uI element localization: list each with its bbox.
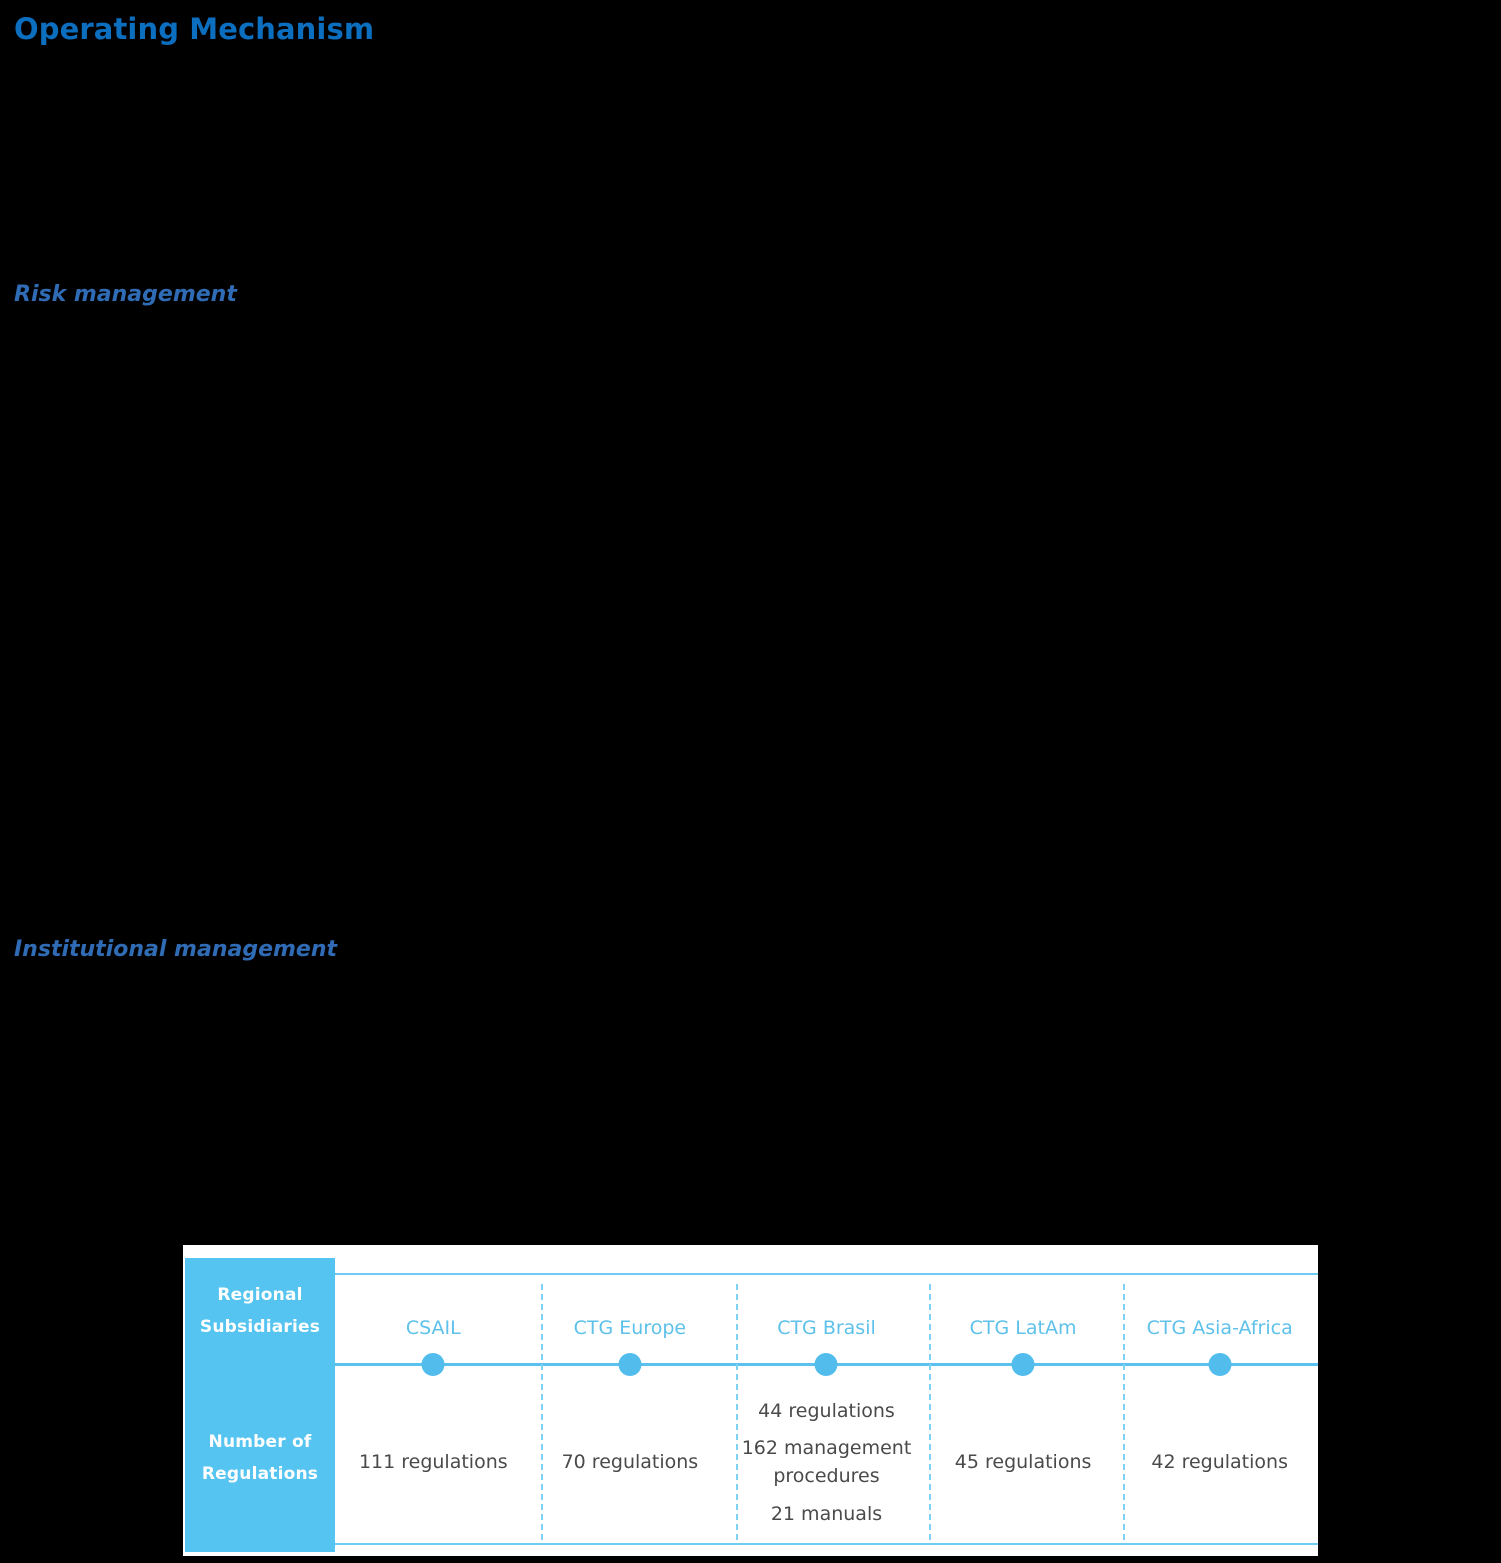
column-values-ctg-europe: 70 regulations: [532, 1381, 729, 1545]
table-column-csail: CSAIL 111 regulations: [335, 1273, 532, 1545]
column-divider-3: [929, 1284, 931, 1540]
column-header-ctg-asia-africa: CTG Asia-Africa: [1146, 1317, 1293, 1339]
page-title: Operating Mechanism: [14, 12, 375, 46]
value-line: 162 management procedures: [741, 1437, 912, 1487]
table-rule-bottom: [335, 1543, 1318, 1545]
column-values-ctg-latam: 45 regulations: [925, 1381, 1122, 1545]
column-divider-4: [1123, 1284, 1125, 1540]
timeline-dot-ctg-europe: [618, 1353, 642, 1376]
table-rule-top: [335, 1273, 1318, 1275]
regional-subsidiaries-table: Regional Subsidiaries Number of Regulati…: [183, 1245, 1318, 1556]
column-values-ctg-asia-africa: 42 regulations: [1121, 1381, 1318, 1545]
timeline-dot-ctg-asia-africa: [1208, 1353, 1232, 1376]
timeline-dot-ctg-brasil: [814, 1353, 838, 1376]
value-line: 44 regulations: [758, 1399, 895, 1422]
table-columns: CSAIL 111 regulations CTG Europe 70 regu…: [335, 1273, 1318, 1545]
table-column-ctg-europe: CTG Europe 70 regulations: [532, 1273, 729, 1545]
section-heading-institutional-management: Institutional management: [14, 937, 338, 962]
column-header-ctg-brasil: CTG Brasil: [777, 1317, 876, 1339]
value-line: 21 manuals: [770, 1502, 883, 1525]
value-line: 42 regulations: [1151, 1451, 1288, 1474]
timeline-dot-csail: [421, 1353, 445, 1376]
column-values-csail: 111 regulations: [335, 1381, 532, 1545]
row-label-regional-line2: Subsidiaries: [199, 1317, 321, 1337]
table-column-ctg-brasil: CTG Brasil 44 regulations 162 management…: [728, 1273, 925, 1545]
value-line: 45 regulations: [954, 1451, 1092, 1474]
row-label-regional-line1: Regional: [217, 1284, 303, 1305]
row-label-number-of-regulations: Number of Regulations: [185, 1364, 335, 1552]
table-column-ctg-asia-africa: CTG Asia-Africa 42 regulations: [1121, 1273, 1318, 1545]
value-line: 70 regulations: [561, 1451, 699, 1474]
timeline-dot-ctg-latam: [1011, 1353, 1035, 1376]
column-header-csail: CSAIL: [405, 1317, 461, 1339]
column-header-ctg-europe: CTG Europe: [573, 1317, 687, 1339]
row-label-number-line1: Number of: [208, 1431, 312, 1452]
row-label-regional-subsidiaries: Regional Subsidiaries: [185, 1258, 335, 1364]
column-divider-2: [736, 1284, 738, 1540]
column-divider-1: [541, 1284, 543, 1540]
column-values-ctg-brasil: 44 regulations 162 management procedures…: [728, 1381, 925, 1545]
value-line: 111 regulations: [358, 1451, 508, 1474]
row-label-number-line2: Regulations: [201, 1464, 319, 1484]
table-row-label-column: Regional Subsidiaries Number of Regulati…: [185, 1258, 335, 1552]
column-header-ctg-latam: CTG LatAm: [969, 1317, 1077, 1339]
table-column-ctg-latam: CTG LatAm 45 regulations: [925, 1273, 1122, 1545]
section-heading-risk-management: Risk management: [14, 282, 237, 307]
